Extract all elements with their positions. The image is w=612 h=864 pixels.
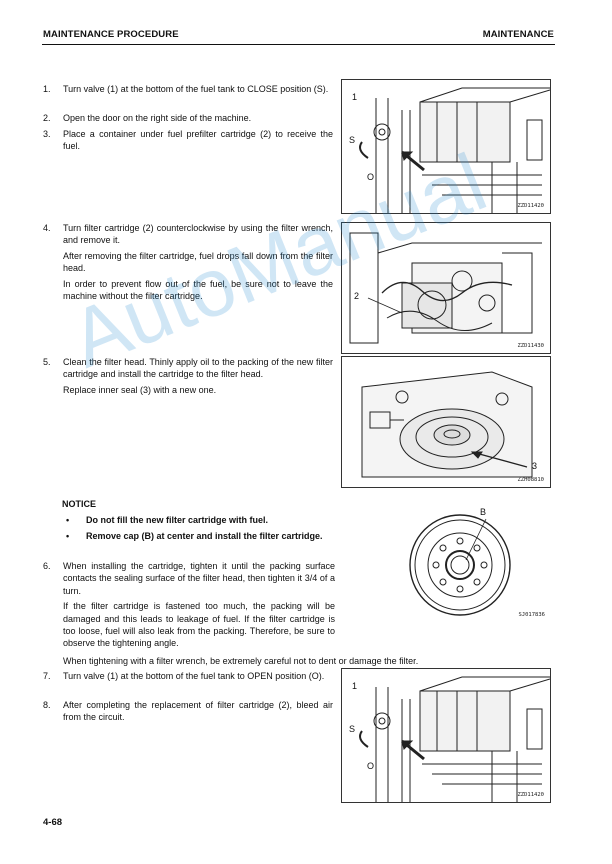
chapter-title: MAINTENANCE bbox=[482, 29, 554, 40]
step-number: 7. bbox=[43, 671, 51, 681]
figure-code: SJ017836 bbox=[518, 612, 546, 618]
step-number: 5. bbox=[43, 357, 51, 367]
figure-code: ZZD11420 bbox=[517, 203, 545, 209]
notice-bullet-text: Do not fill the new filter cartridge wit… bbox=[86, 515, 269, 525]
bullet-marker: • bbox=[66, 531, 70, 541]
page-number: 4-68 bbox=[43, 817, 63, 828]
step-number: 1. bbox=[43, 84, 51, 94]
wrench-caution-text: When tightening with a filter wrench, be… bbox=[63, 656, 419, 666]
step-number: 2. bbox=[43, 113, 51, 123]
callout-2: 2 bbox=[354, 291, 360, 301]
step-number: 8. bbox=[43, 700, 51, 710]
callout-1: 1 bbox=[352, 92, 358, 102]
step-text: Replace inner seal (3) with a new one. bbox=[63, 384, 217, 395]
header-divider bbox=[42, 44, 555, 45]
callout-s: S bbox=[349, 135, 356, 145]
callout-b: B bbox=[480, 507, 487, 517]
valve-close-figure: 1 S O ZZD11420 bbox=[341, 79, 551, 214]
filter-cartridge-figure: 2 ZZD11430 bbox=[341, 222, 551, 354]
callout-s: S bbox=[349, 724, 356, 734]
step-text: After completing the replacement of filt… bbox=[63, 700, 333, 723]
figure-code: ZZD11420 bbox=[517, 792, 545, 798]
cartridge-cap-figure: B SJ017836 bbox=[400, 503, 549, 622]
callout-o: O bbox=[367, 761, 375, 771]
step-text: Place a container under fuel prefilter c… bbox=[63, 129, 333, 152]
bullet-marker: • bbox=[66, 515, 70, 525]
step-number: 4. bbox=[43, 223, 51, 233]
step-text: Clean the filter head. Thinly apply oil … bbox=[63, 357, 333, 380]
step-text: Turn valve (1) at the bottom of the fuel… bbox=[63, 84, 329, 94]
step-text: Turn filter cartridge (2) counterclockwi… bbox=[63, 223, 333, 246]
step-text: When installing the cartridge, tighten i… bbox=[63, 561, 335, 596]
step-text: Turn valve (1) at the bottom of the fuel… bbox=[63, 671, 325, 681]
section-title: MAINTENANCE PROCEDURE bbox=[43, 29, 179, 40]
step-text: Open the door on the right side of the m… bbox=[63, 113, 252, 123]
step-text: In order to prevent flow out of the fuel… bbox=[63, 278, 333, 302]
step-text: If the filter cartridge is fastened too … bbox=[63, 601, 335, 649]
callout-1: 1 bbox=[352, 681, 358, 691]
notice-bullet-text: Remove cap (B) at center and install the… bbox=[86, 531, 323, 541]
step-text: After removing the filter cartridge, fue… bbox=[63, 250, 333, 274]
step-number: 6. bbox=[43, 561, 51, 571]
figure-code: ZZD11430 bbox=[517, 343, 545, 349]
filter-head-figure: 3 ZZH08810 bbox=[341, 356, 551, 488]
valve-open-figure: 1 S O ZZD11420 bbox=[341, 668, 551, 803]
callout-3: 3 bbox=[532, 461, 538, 471]
figure-code: ZZH08810 bbox=[517, 477, 545, 483]
notice-title: NOTICE bbox=[62, 499, 97, 509]
callout-o: O bbox=[367, 172, 375, 182]
step-number: 3. bbox=[43, 129, 51, 139]
